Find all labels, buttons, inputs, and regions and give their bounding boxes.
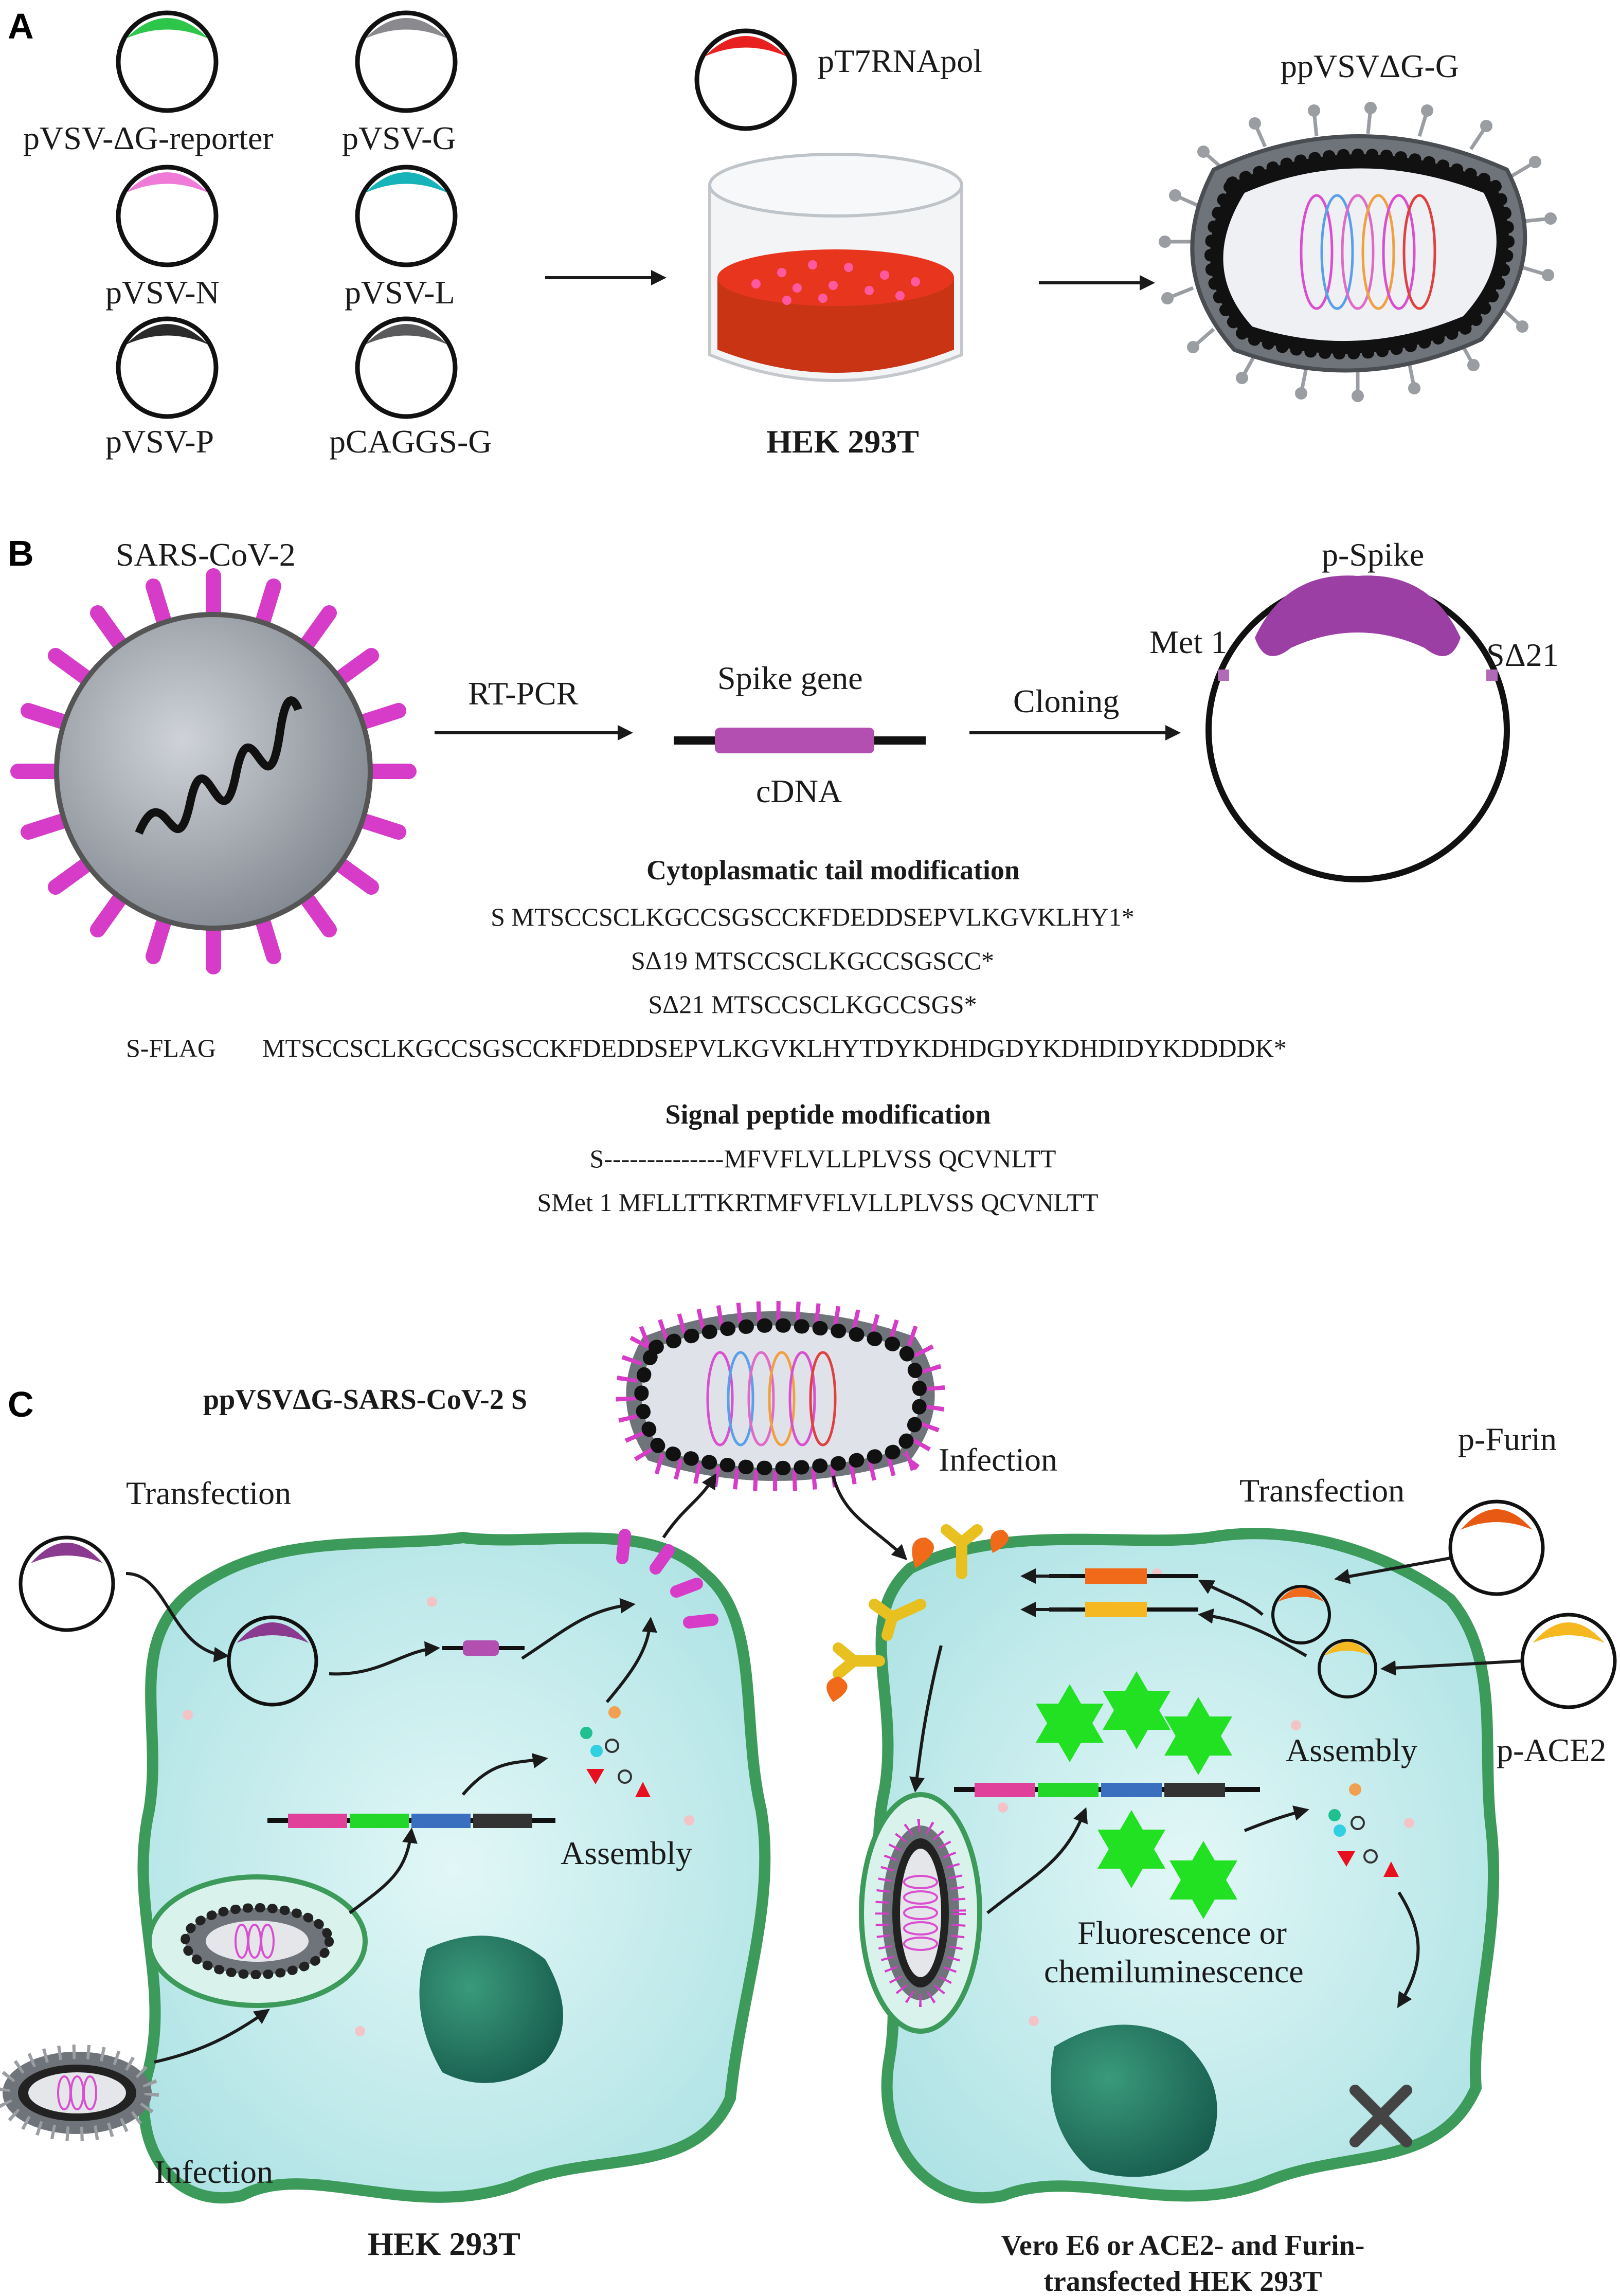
signal-seq-smet1: SMet 1 MFLLTTKRTMFVFLVLLPLVSS QCVNLTT xyxy=(537,1188,1098,1217)
product-label: ppVSVΔG-G xyxy=(1281,48,1459,84)
arrow-c15 xyxy=(1380,1659,1523,1676)
arrow-c2 xyxy=(329,1641,440,1676)
virus-label: SARS-CoV-2 xyxy=(116,536,296,573)
pseudovirus-label: ppVSVΔG-SARS-CoV-2 S xyxy=(203,1384,527,1416)
sdelta21-label: SΔ21 xyxy=(1486,637,1559,673)
plasmid-n-label: pVSV-N xyxy=(105,274,220,311)
plasmid-reporter-icon xyxy=(116,10,219,113)
cloning-label: Cloning xyxy=(1013,683,1119,719)
tail-seq-s: S MTSCCSCLKGCCSGSCCKFDEDDSEPVLKGVKLHY1* xyxy=(491,902,1135,931)
plasmid-n-icon xyxy=(116,165,219,267)
arrow-c12 xyxy=(1198,1580,1264,1616)
tail-heading: Cytoplasmatic tail modification xyxy=(646,855,1020,885)
arrow-c4 xyxy=(662,1473,717,1539)
assembly-left-label: Assembly xyxy=(561,1835,692,1871)
right-endosome-icon xyxy=(859,1792,982,2034)
right-assembly-components-icon xyxy=(1328,1783,1399,1877)
arrow-c16 xyxy=(1244,1805,1309,1832)
right-genome-construct-icon xyxy=(954,1783,1260,1797)
cross-mark-icon xyxy=(1349,2085,1412,2147)
p-spike-plasmid-icon xyxy=(1205,575,1510,882)
transfection-left-label: Transfection xyxy=(126,1475,291,1511)
arrow-c14 xyxy=(1334,1557,1451,1584)
panel-c-label: C xyxy=(8,1384,34,1424)
plasmid-p-label: pVSV-P xyxy=(105,423,214,460)
flag-seq: MTSCCSCLKGCCSGSCCKFDEDDSEPVLKGVKLHYTDYKD… xyxy=(262,1034,1287,1062)
left-spike-gene-icon xyxy=(442,1640,525,1656)
receptor-transcripts-icon xyxy=(1049,1568,1198,1617)
incoming-vsv-left-icon xyxy=(0,2045,159,2141)
infection-left-label: Infection xyxy=(154,2154,273,2190)
plasmid-t7-icon xyxy=(694,28,797,131)
vsv-particle-icon xyxy=(1159,102,1557,402)
plasmid-caggs-icon xyxy=(355,316,458,419)
readout-line2: chemiluminescence xyxy=(1044,1953,1304,1990)
tail-seq-sd19: SΔ19 MTSCCSCLKGCCSGSCC* xyxy=(631,946,994,975)
cell-right-line1: Vero E6 or ACE2- and Furin- xyxy=(1001,2230,1365,2262)
readout-line1: Fluorescence or xyxy=(1077,1914,1287,1951)
furin-label: p-Furin xyxy=(1458,1421,1557,1457)
arrow-c18 xyxy=(909,1645,943,1793)
culture-dish-icon xyxy=(708,153,963,382)
cell-right-line2: transfected HEK 293T xyxy=(1043,2266,1322,2296)
sars-cov-2-virion-icon xyxy=(10,568,417,974)
arrow-c3 xyxy=(521,1598,636,1660)
left-genome-construct-icon xyxy=(267,1814,555,1828)
tail-seq-sd21: SΔ21 MTSCCSCLKGCCSGS* xyxy=(648,990,977,1019)
spike-cdna-icon xyxy=(674,728,926,753)
ace2-plasmid-icon xyxy=(1520,1613,1617,1709)
left-cell xyxy=(137,1531,771,2204)
plasmid-g-icon xyxy=(355,10,458,113)
plasmid-t7-label: pT7RNApol xyxy=(818,43,982,79)
p-spike-label: p-Spike xyxy=(1322,536,1424,573)
infection-right-label: Infection xyxy=(939,1441,1057,1478)
signal-heading: Signal peptide modification xyxy=(665,1099,991,1130)
plasmid-reporter-label: pVSV-ΔG-reporter xyxy=(23,120,274,156)
spike-gene-label: Spike gene xyxy=(717,660,863,696)
arrow-c9 xyxy=(832,1475,908,1561)
left-endosome-icon xyxy=(147,1874,368,2008)
left-assembly-components-icon xyxy=(580,1706,651,1797)
signal-seq-s: S--------------MFVFLVLLPLVSS QCVNLTT xyxy=(590,1144,1056,1173)
furin-plasmid-icon xyxy=(1448,1499,1545,1596)
plasmid-l-icon xyxy=(355,165,458,267)
pseudovirus-particle-icon xyxy=(616,1301,945,1491)
met1-label: Met 1 xyxy=(1149,624,1227,660)
cell-line-label: HEK 293T xyxy=(766,423,919,460)
plasmid-p-icon xyxy=(116,316,219,419)
rt-pcr-label: RT-PCR xyxy=(468,675,579,712)
arrow-c8 xyxy=(154,2009,270,2064)
arrow-c6 xyxy=(605,1617,657,1703)
ace2-label: p-ACE2 xyxy=(1497,1732,1606,1768)
plasmid-l-label: pVSV-L xyxy=(345,274,455,311)
membrane-spikes-icon xyxy=(616,1529,718,1629)
arrow-c19 xyxy=(986,1807,1088,1914)
panel-a-label: A xyxy=(8,6,34,46)
gfp-stars-icon xyxy=(1036,1671,1237,1919)
arrow-c13 xyxy=(1198,1608,1307,1657)
cdna-label: cDNA xyxy=(756,773,842,809)
arrow-c1 xyxy=(125,1572,229,1662)
right-plasmids-in-cell-icon xyxy=(1271,1585,1377,1698)
receptors-icon xyxy=(826,1524,1009,1702)
assembly-right-label: Assembly xyxy=(1286,1732,1417,1768)
arrow-c5 xyxy=(461,1753,548,1796)
arrow-c7 xyxy=(349,1828,418,1914)
transfection-right-label: Transfection xyxy=(1239,1472,1405,1509)
arrow-c17 xyxy=(1397,1891,1420,2009)
cell-left-label: HEK 293T xyxy=(368,2226,520,2262)
plasmid-caggs-label: pCAGGS-G xyxy=(329,423,492,460)
flag-label: S-FLAG xyxy=(126,1034,216,1062)
panel-b-label: B xyxy=(8,533,34,573)
plasmid-g-label: pVSV-G xyxy=(342,120,456,156)
